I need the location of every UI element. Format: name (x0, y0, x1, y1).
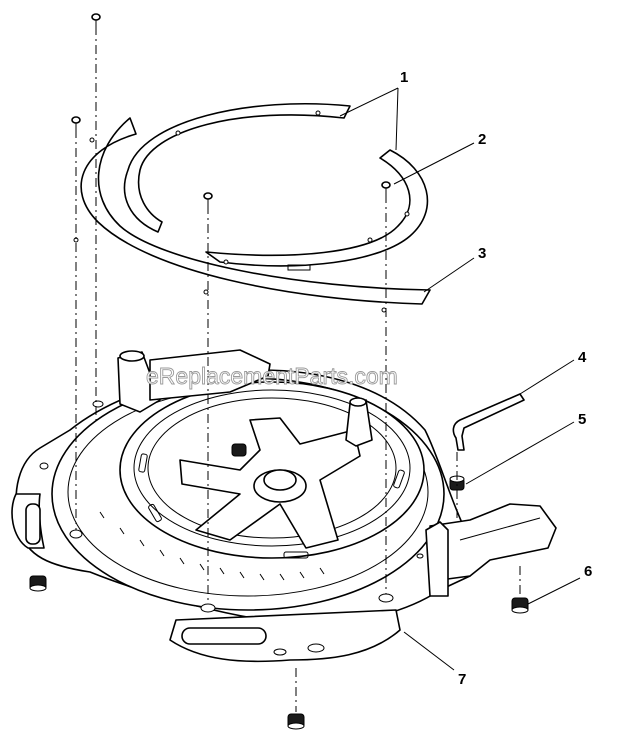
screw[interactable] (381, 181, 391, 194)
screw[interactable] (203, 192, 213, 205)
hex-key[interactable] (452, 393, 525, 451)
watermark: eReplacementParts.com (146, 363, 398, 389)
leader-lines (339, 87, 581, 671)
callout-5: 5 (578, 411, 586, 428)
callout-3: 3 (478, 245, 486, 262)
rubber-foot[interactable] (29, 575, 47, 592)
callout-4: 4 (578, 349, 587, 366)
callout-6: 6 (584, 563, 592, 580)
miter-saw-base[interactable] (11, 349, 557, 663)
screw[interactable] (91, 13, 101, 26)
rubber-foot[interactable] (287, 713, 305, 730)
outer-ring-plate[interactable] (73, 117, 431, 313)
assembly-lines (75, 26, 521, 712)
screw[interactable] (71, 116, 81, 129)
split-ring-plate[interactable] (123, 103, 429, 271)
callout-7: 7 (458, 671, 466, 688)
rubber-foot[interactable] (511, 597, 529, 614)
callout-1: 1 (400, 69, 408, 86)
callout-2: 2 (478, 131, 486, 148)
